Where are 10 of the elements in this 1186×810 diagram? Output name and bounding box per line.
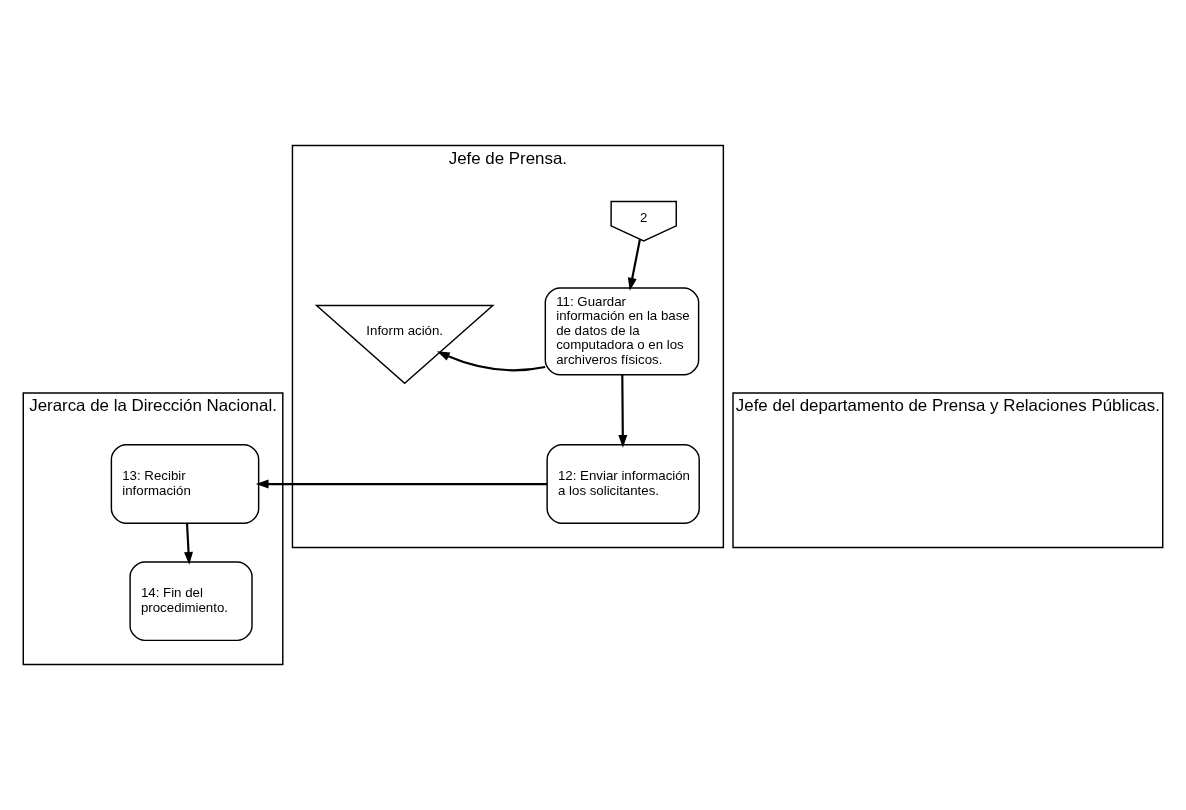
node-box: 14: Fin del procedimiento. — [129, 561, 253, 642]
node-box: Jefe del departamento de Prensa y Relaciones Públicas. — [732, 392, 1164, 549]
arrow — [255, 479, 548, 489]
arrow — [184, 523, 193, 565]
node-box: 12: Enviar información a los solicitantes. — [546, 444, 700, 524]
arrow — [436, 351, 546, 372]
arrow — [618, 374, 628, 448]
arrow — [627, 239, 641, 291]
node-box: 11: Guardar información en la base de datos de la computadora o en los archiveros físicos. — [544, 287, 700, 376]
node-box: 13: Recibir información — [110, 444, 260, 524]
